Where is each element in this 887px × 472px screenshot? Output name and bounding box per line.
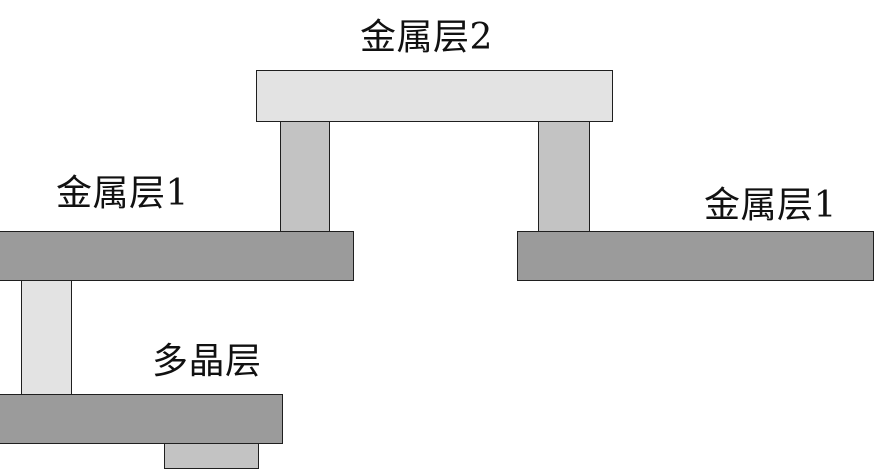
metal1-right-label: 金属层1 bbox=[704, 185, 837, 226]
metal2-layer bbox=[256, 70, 613, 122]
poly-layer bbox=[0, 394, 283, 444]
via-metal2-right bbox=[538, 121, 590, 232]
metal2-label: 金属层2 bbox=[360, 17, 493, 58]
substrate-block bbox=[164, 443, 259, 469]
metal1-left-label: 金属层1 bbox=[56, 173, 189, 214]
metal1-left-layer bbox=[0, 231, 354, 281]
contact-metal1-poly bbox=[21, 280, 72, 395]
poly-label: 多晶层 bbox=[152, 341, 262, 382]
via-metal2-left bbox=[280, 121, 330, 232]
metal1-right-layer bbox=[517, 231, 874, 281]
